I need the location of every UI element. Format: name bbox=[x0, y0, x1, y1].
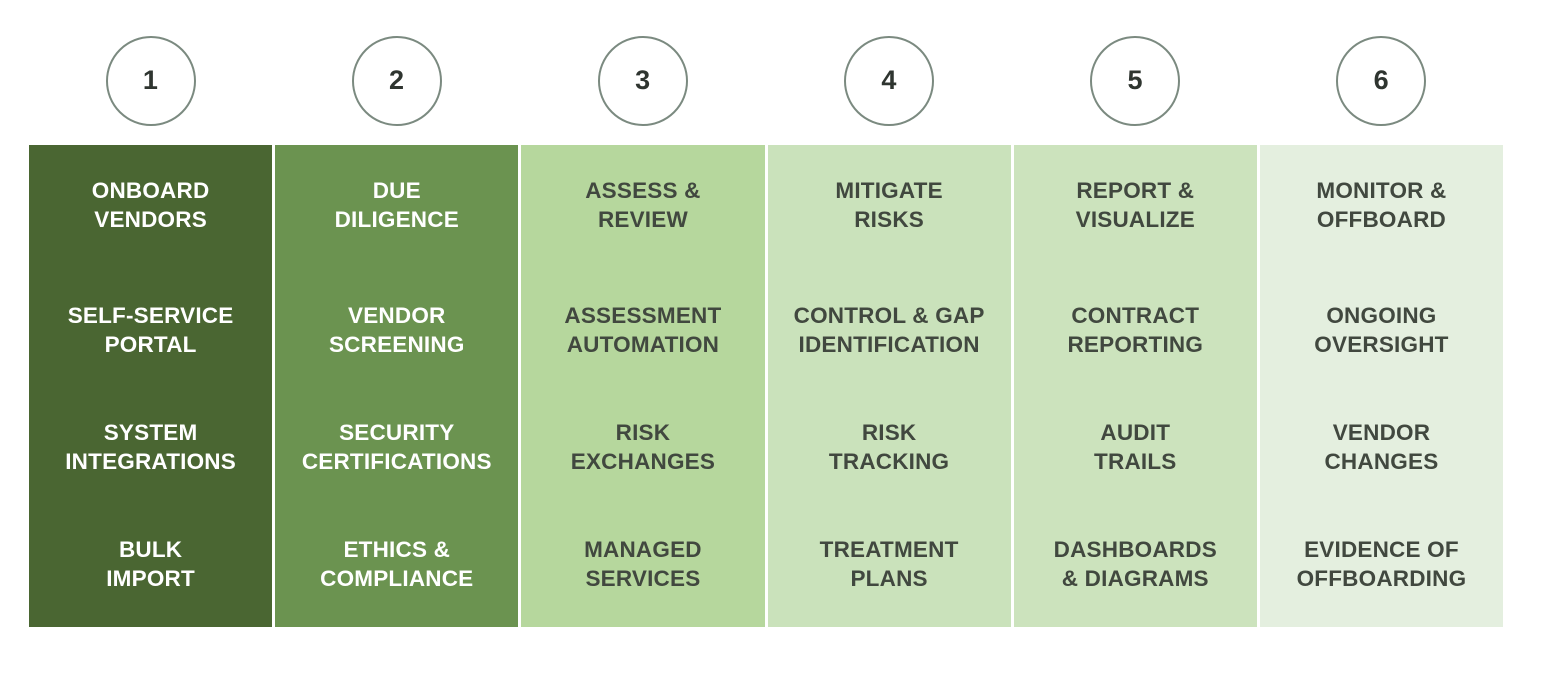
stage-title-4: MITIGATE RISKS bbox=[835, 178, 943, 232]
stage-item-1-1: SELF-SERVICE PORTAL bbox=[67, 303, 234, 357]
stage-item-2-3: ETHICS & COMPLIANCE bbox=[320, 537, 474, 591]
stage-column-4[interactable]: MITIGATE RISKS CONTROL & GAP IDENTIFICAT… bbox=[767, 145, 1011, 627]
stage-title-1: ONBOARD VENDORS bbox=[91, 178, 210, 232]
stage-title-2: DUE DILIGENCE bbox=[334, 178, 459, 232]
step-circle-cell-1: 1 bbox=[29, 33, 272, 128]
stage-columns-row: ONBOARD VENDORS SELF-SERVICE PORTAL SYST… bbox=[29, 145, 1504, 627]
step-circle-cell-6: 6 bbox=[1260, 33, 1503, 128]
stage-item-6-1: ONGOING OVERSIGHT bbox=[1314, 303, 1449, 357]
stage-item-5-1: CONTRACT REPORTING bbox=[1067, 303, 1204, 357]
stage-title-5: REPORT & VISUALIZE bbox=[1075, 178, 1195, 232]
stage-title-6: MONITOR & OFFBOARD bbox=[1316, 178, 1447, 232]
step-circle-cell-5: 5 bbox=[1014, 33, 1257, 128]
step-circle-3[interactable]: 3 bbox=[597, 35, 688, 126]
stage-item-4-1: CONTROL & GAP IDENTIFICATION bbox=[793, 303, 985, 357]
step-circle-5[interactable]: 5 bbox=[1090, 35, 1181, 126]
stage-item-1-2: SYSTEM INTEGRATIONS bbox=[65, 420, 236, 474]
stage-item-2-1: VENDOR SCREENING bbox=[328, 303, 465, 357]
stage-item-3-2: RISK EXCHANGES bbox=[570, 420, 716, 474]
stage-item-1-3: BULK IMPORT bbox=[106, 537, 195, 591]
stage-column-5[interactable]: REPORT & VISUALIZE CONTRACT REPORTING AU… bbox=[1013, 145, 1257, 627]
stage-item-3-3: MANAGED SERVICES bbox=[584, 537, 702, 591]
stage-item-6-3: EVIDENCE OF OFFBOARDING bbox=[1296, 537, 1467, 591]
step-circle-cell-2: 2 bbox=[275, 33, 518, 128]
stage-item-2-2: SECURITY CERTIFICATIONS bbox=[301, 420, 492, 474]
stage-column-2[interactable]: DUE DILIGENCE VENDOR SCREENING SECURITY … bbox=[275, 145, 519, 627]
stage-column-3[interactable]: ASSESS & REVIEW ASSESSMENT AUTOMATION RI… bbox=[521, 145, 765, 627]
stage-item-5-2: AUDIT TRAILS bbox=[1094, 420, 1177, 474]
step-circle-2[interactable]: 2 bbox=[351, 35, 442, 126]
stage-item-3-1: ASSESSMENT AUTOMATION bbox=[564, 303, 722, 357]
stage-item-4-2: RISK TRACKING bbox=[828, 420, 950, 474]
stage-item-5-3: DASHBOARDS & DIAGRAMS bbox=[1053, 537, 1217, 591]
stage-column-1[interactable]: ONBOARD VENDORS SELF-SERVICE PORTAL SYST… bbox=[29, 145, 273, 627]
stage-column-6[interactable]: MONITOR & OFFBOARD ONGOING OVERSIGHT VEN… bbox=[1259, 145, 1504, 627]
step-circle-4[interactable]: 4 bbox=[844, 35, 935, 126]
stage-item-6-2: VENDOR CHANGES bbox=[1324, 420, 1439, 474]
stage-title-3: ASSESS & REVIEW bbox=[585, 178, 701, 232]
step-number-row: 1 2 3 4 5 6 bbox=[29, 33, 1503, 128]
stage-item-4-3: TREATMENT PLANS bbox=[819, 537, 959, 591]
step-circle-6[interactable]: 6 bbox=[1336, 35, 1427, 126]
step-circle-cell-4: 4 bbox=[768, 33, 1011, 128]
step-circle-cell-3: 3 bbox=[521, 33, 764, 128]
step-circle-1[interactable]: 1 bbox=[105, 35, 196, 126]
